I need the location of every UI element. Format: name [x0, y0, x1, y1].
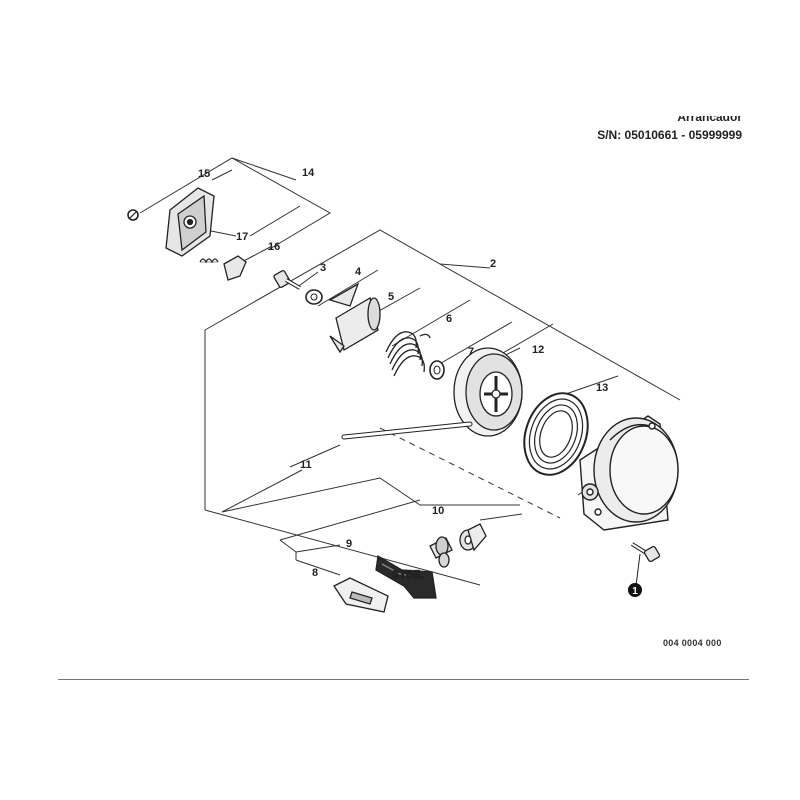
callout-1-badge: 1 — [628, 583, 642, 597]
washer-part — [305, 289, 323, 305]
rope-rotor-part — [453, 347, 523, 437]
starter-housing-part — [579, 415, 679, 531]
callout-13: 13 — [596, 382, 608, 394]
diagram-title: Arrancador — [677, 110, 742, 124]
pawl-plate-part — [165, 187, 215, 257]
callout-16: 16 — [268, 241, 280, 253]
bottom-divider — [58, 679, 749, 680]
callout-14: 14 — [302, 167, 315, 179]
serial-number-range: S/N: 05010661 - 05999999 — [597, 128, 742, 142]
callout-8: 8 — [312, 567, 318, 579]
grip-brand-marking: STIHL — [392, 569, 424, 581]
rope-guide-part — [459, 523, 487, 552]
callout-17: 17 — [236, 231, 248, 243]
circlip-part — [127, 209, 139, 221]
grip-insert-part — [333, 577, 389, 613]
callout-1: 1 — [632, 586, 638, 597]
small-washer-part — [429, 360, 445, 380]
housing-screw-part — [630, 542, 661, 587]
starter-grip-part: STIHL — [375, 536, 453, 599]
callout-7: 7 — [468, 346, 474, 358]
callout-labels: 15 14 17 16 3 4 2 5 6 7 12 13 11 10 9 8 … — [198, 167, 642, 597]
callout-12: 12 — [532, 344, 544, 356]
callout-15: 15 — [198, 168, 210, 180]
callout-11: 11 — [300, 459, 312, 471]
pawl-part — [223, 255, 247, 281]
pawl-spring-part — [199, 258, 219, 264]
callout-6: 6 — [446, 313, 452, 325]
callout-10: 10 — [432, 505, 444, 517]
callout-5: 5 — [388, 291, 394, 303]
callout-2: 2 — [490, 258, 496, 270]
callout-4: 4 — [355, 266, 362, 278]
drawing-code: 004 0004 000 — [663, 638, 722, 648]
callout-9: 9 — [346, 538, 352, 550]
callout-3: 3 — [320, 262, 326, 274]
sleeve-part — [328, 282, 381, 354]
screw-part — [273, 270, 301, 290]
rewind-spring-part — [385, 331, 431, 377]
starter-rope-part — [341, 421, 473, 440]
spiral-spring-part — [523, 392, 589, 476]
